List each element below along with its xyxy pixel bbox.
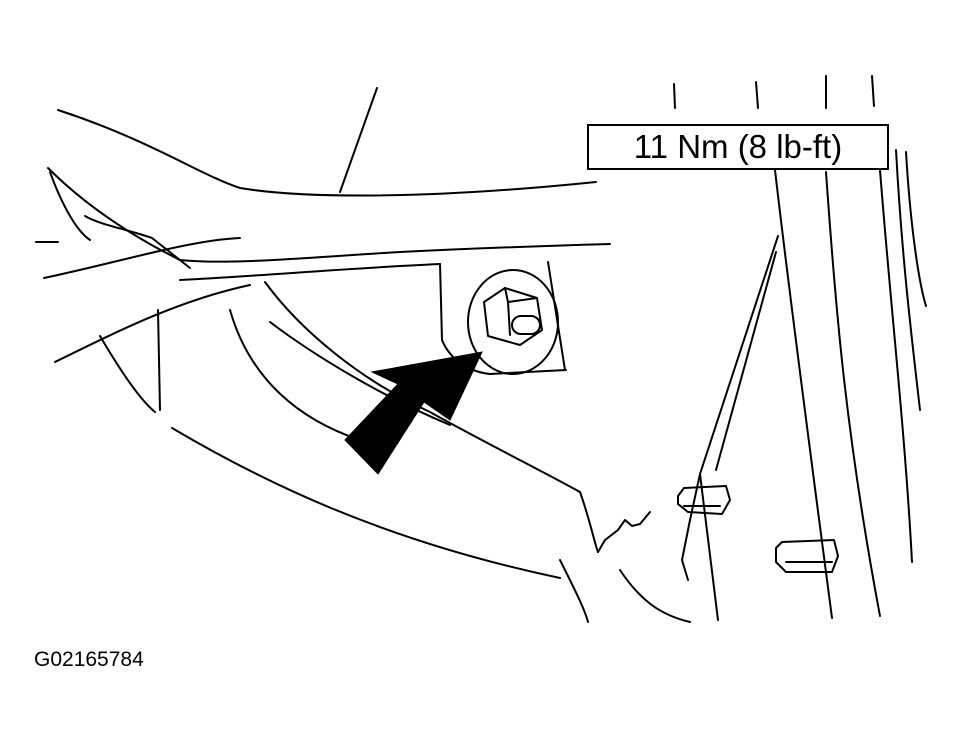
figure-id-label: G02165784 [34, 648, 144, 671]
lower-clip [775, 539, 839, 573]
upper-clip [677, 485, 731, 515]
torque-callout: 11 Nm (8 lb-ft) [587, 124, 889, 170]
callout-leader-lines [673, 75, 875, 109]
arrow-icon [344, 351, 483, 475]
upper-panel [35, 87, 611, 363]
bolt-icon [467, 269, 559, 375]
right-structure [681, 149, 927, 621]
